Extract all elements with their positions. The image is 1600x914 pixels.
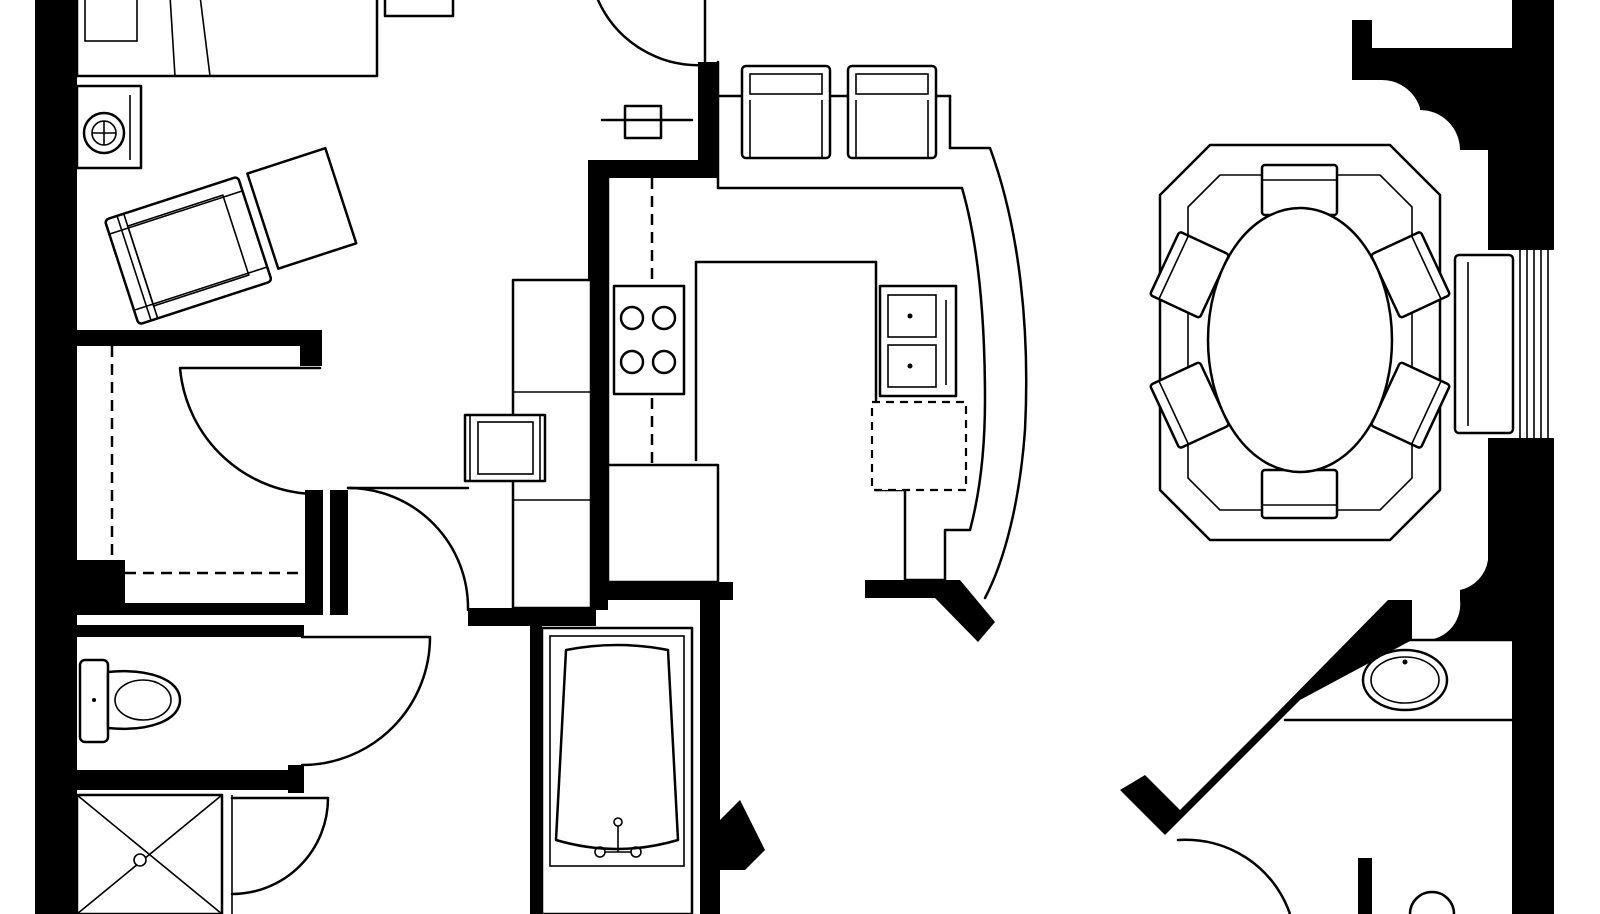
bed-area <box>75 0 455 78</box>
interior-walls <box>77 62 995 914</box>
door-hardware <box>600 104 694 140</box>
kitchen-sink <box>878 284 958 398</box>
nightstand-lamp <box>75 84 143 170</box>
dining-chair <box>1260 163 1339 217</box>
kitchen-counter-left <box>606 176 878 584</box>
dining-chair <box>1260 468 1339 520</box>
dining-bay-walls <box>1120 20 1512 914</box>
dining-chair <box>1370 361 1451 449</box>
closet <box>110 346 300 575</box>
dining-chair <box>1149 361 1230 449</box>
desk-chair <box>463 413 547 483</box>
dining-chair <box>1149 231 1230 319</box>
cooktop <box>612 284 686 396</box>
desk <box>511 278 593 610</box>
doors <box>178 0 1292 914</box>
bathtub <box>540 626 694 914</box>
dishwasher <box>870 400 968 492</box>
window-bench <box>1453 253 1515 435</box>
lower-fixture <box>1408 890 1456 914</box>
bar-stool <box>740 64 832 160</box>
vanity <box>1283 638 1514 722</box>
shower <box>75 793 233 914</box>
window-dining <box>1519 250 1549 438</box>
bar-stool <box>846 64 938 160</box>
exterior-walls <box>35 0 1554 914</box>
armchair-ottoman <box>104 146 358 325</box>
dining-table <box>1206 206 1394 474</box>
dining-chair <box>1370 231 1451 319</box>
toilet <box>78 658 182 744</box>
